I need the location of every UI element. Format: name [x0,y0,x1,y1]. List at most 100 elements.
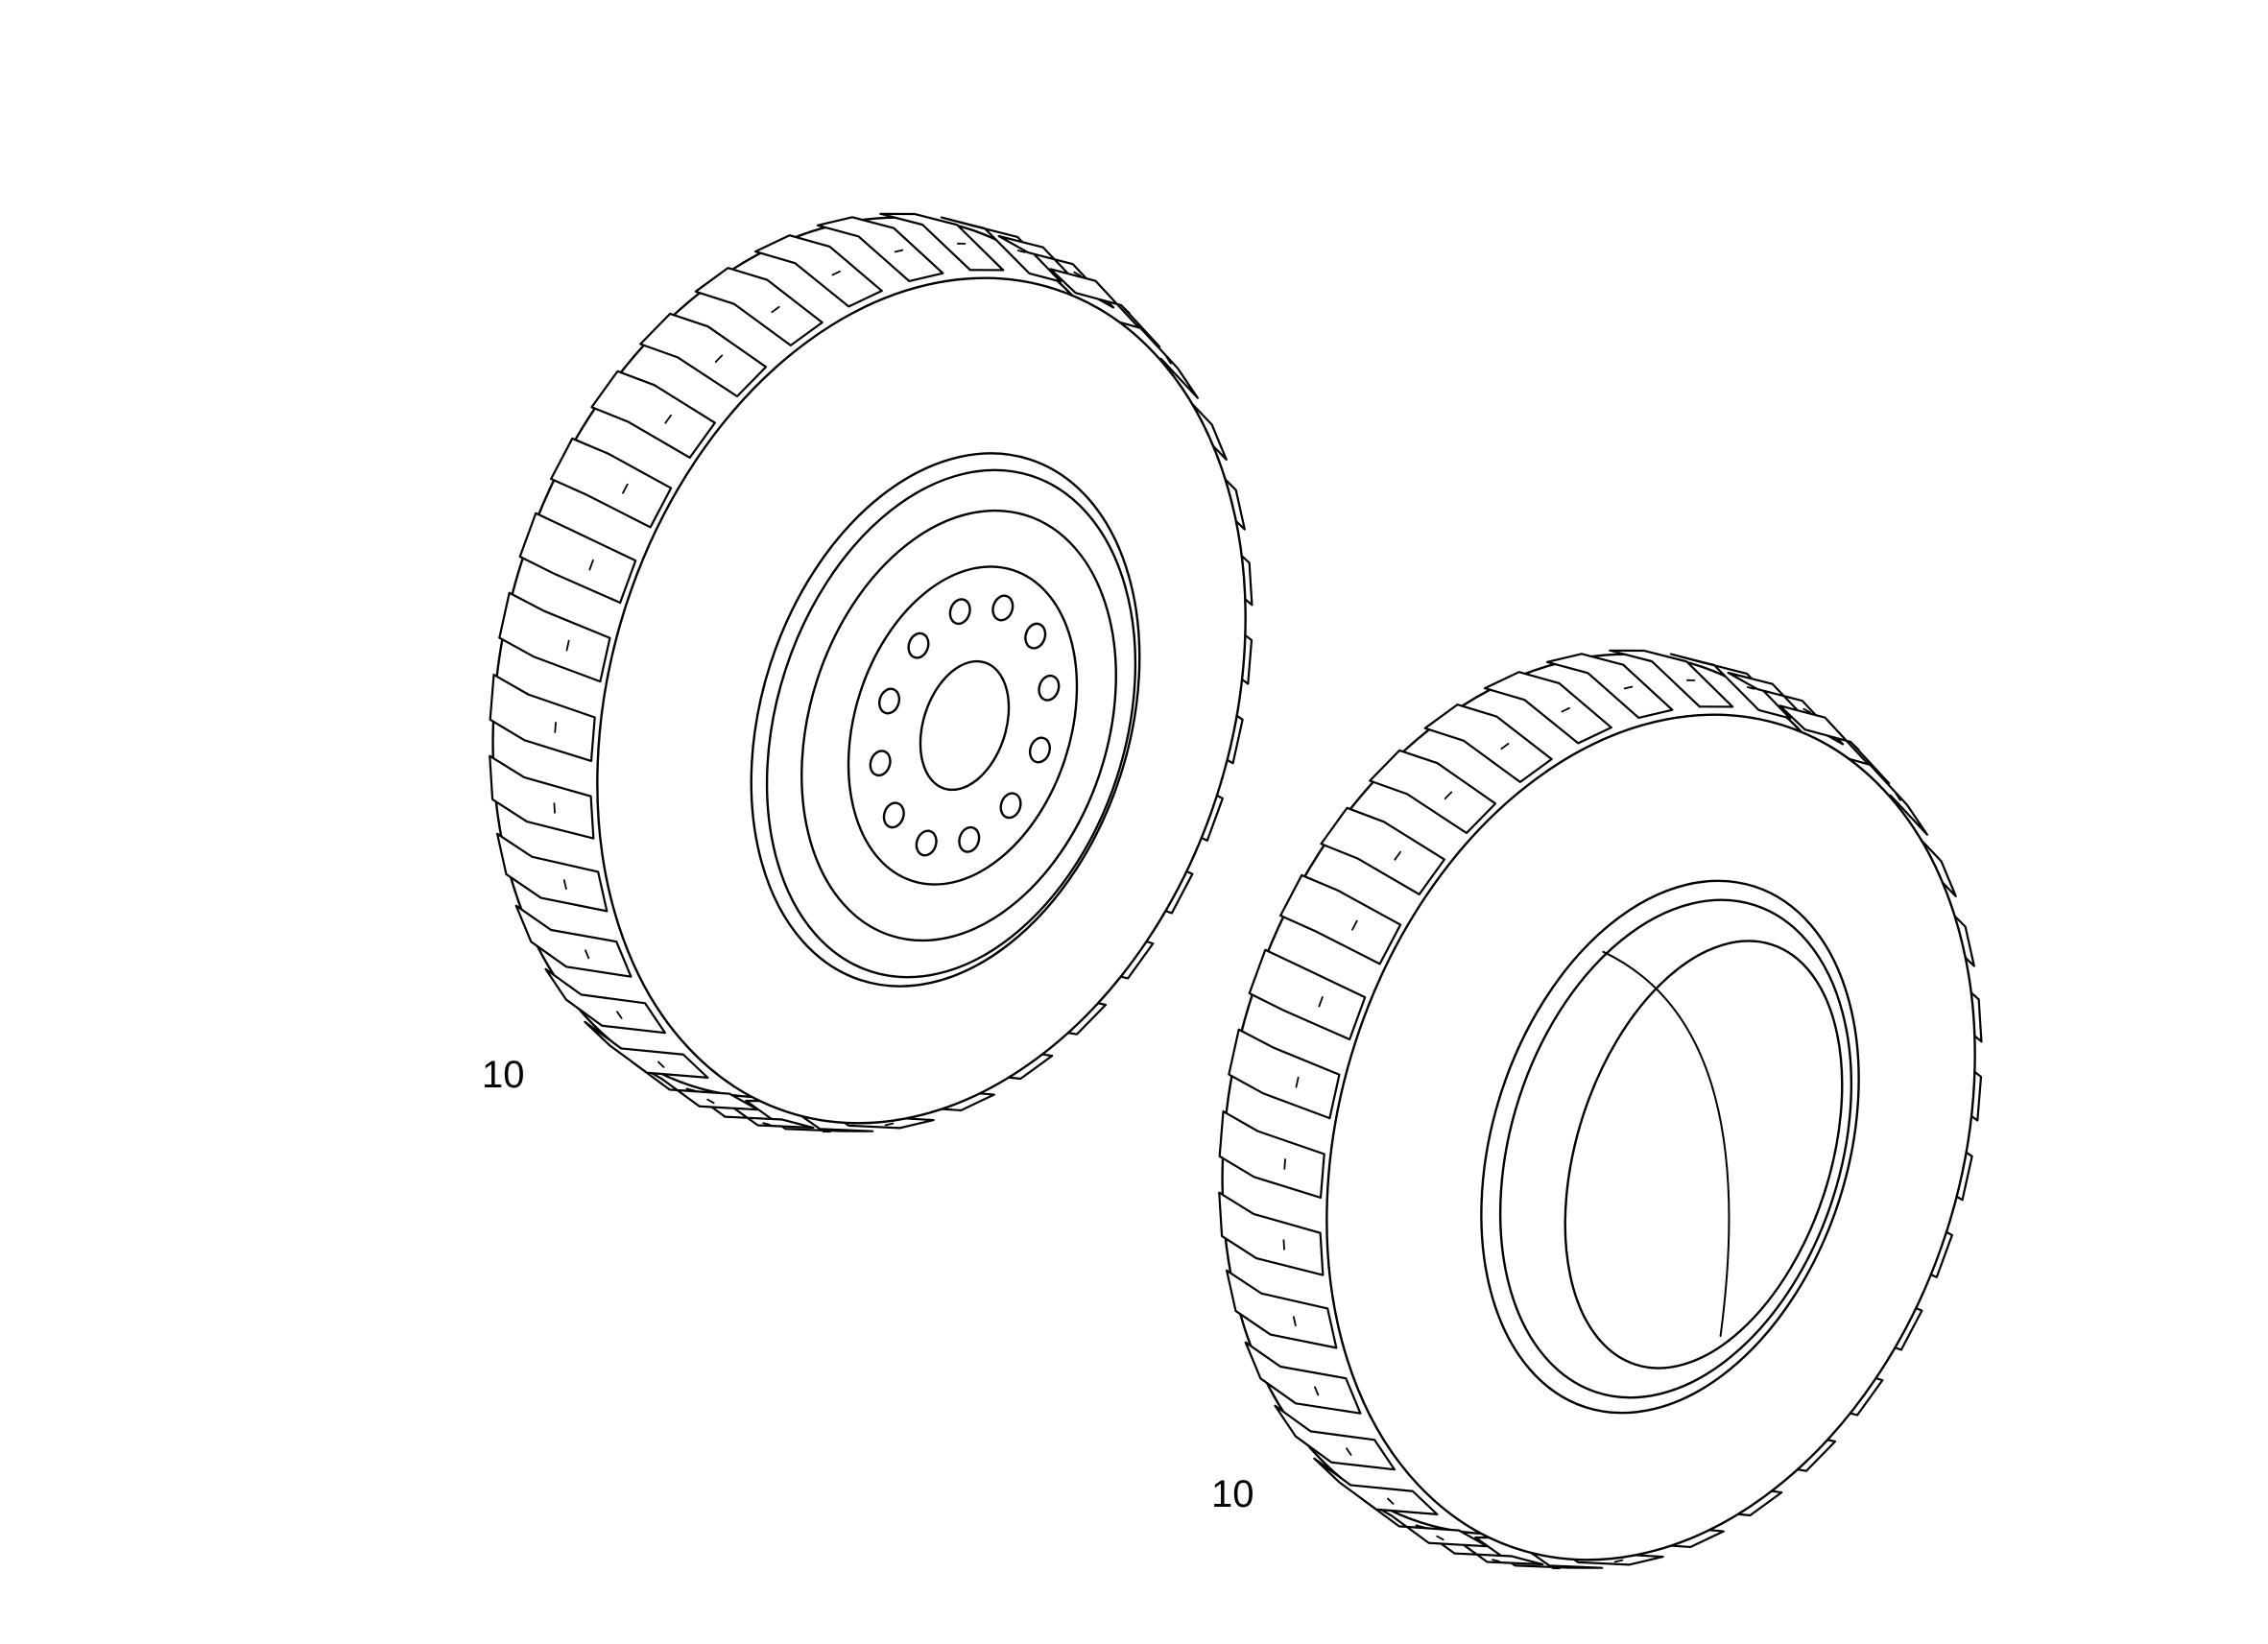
tread-block [1049,268,1161,348]
tread-groove [1500,742,1510,751]
tread-groove [1282,1239,1285,1251]
tread-groove [714,354,724,364]
wheel-bolt-hole [915,829,938,857]
tire-inner-contour [1602,950,1731,1337]
tread-block [1669,653,1792,720]
tread-block [489,754,595,840]
tread-block [1423,703,1553,784]
tread-block [1545,653,1674,720]
wheel-bolt-hole [991,594,1015,622]
tread-block [584,1020,709,1079]
tread-groove [664,414,672,424]
wheel-rim-lip [765,468,1137,979]
wheel-disc [800,509,1117,942]
tread-groove [1016,250,1026,253]
tread-groove [1318,996,1324,1008]
tread-groove [1895,793,1901,801]
wheel-rim-outer [750,452,1141,988]
tread-block [514,904,633,978]
wheel-bolt-hole [958,825,981,853]
tread-block [816,216,944,283]
tread-groove [1165,356,1172,365]
tread-block [1225,1269,1338,1349]
tread-block [544,967,666,1035]
tread-groove [1283,1158,1286,1170]
tread-block [1609,649,1734,708]
tread-block [694,267,824,347]
tread-block [1218,1109,1325,1200]
tread-block [879,212,1005,272]
tread-block [1218,1191,1325,1276]
tire-inner-cavity [1564,940,1844,1370]
wheel-bolt-hole [1028,736,1051,764]
tread-groove [562,879,567,891]
tread-groove [1346,1447,1352,1456]
tread-block [940,216,1062,283]
tread-groove [1613,1559,1624,1563]
tread-groove [657,1060,665,1068]
tread-groove [585,949,590,960]
tread-block [1279,873,1402,965]
tread-block [639,312,768,398]
tire-bead-outer [1480,879,1860,1415]
part-callout-label-tire-with-wheel: 10 [482,1054,525,1096]
tread-groove [1314,1386,1320,1396]
tread-block [1228,1028,1341,1120]
tread-groove [1444,791,1453,800]
tread-block [1313,1457,1439,1515]
tread-groove [1561,706,1570,713]
wheel-bolt-hole [869,750,892,777]
tread-groove [762,1122,772,1126]
tread-groove [554,722,557,733]
tread-groove [894,249,904,253]
wheel-bolt-hole [882,801,905,829]
tread-block [590,369,716,459]
wheel-bolt-hole [1038,674,1061,702]
tread-block [1483,671,1612,745]
wheel-bolt-hole [878,687,901,715]
tread-groove [884,1122,895,1127]
tire-sidewall [1325,713,1976,1561]
tread-groove [565,639,570,652]
tread-block [489,673,596,763]
tread-groove [1073,271,1082,277]
tread-groove [1123,307,1131,315]
tread-block [753,234,883,308]
tread-block [1369,749,1497,835]
tread-block [550,437,673,529]
tread-groove [622,483,629,494]
tread-groove [1295,1076,1300,1088]
tread-groove [1802,707,1811,714]
wheel-bolt-hole [1024,622,1047,650]
tread-groove [553,802,556,814]
tire-with-wheel [489,212,1253,1133]
tread-groove [616,1011,623,1019]
tread-groove [1351,919,1358,931]
tread-block [495,832,609,913]
part-callout-label-tire-without-wheel: 10 [1211,1473,1254,1515]
tread-block [1244,1341,1362,1415]
tread-block [1274,1404,1396,1471]
tread-block [1779,704,1891,785]
tire-bead-inner [1498,898,1853,1399]
tread-groove [831,270,841,276]
tread-groove [588,560,594,571]
tread-block [1248,948,1367,1041]
wheel-bolt-hole [999,792,1022,820]
wheel-center-bore [919,659,1011,792]
tire-without-wheel [1218,649,1983,1570]
tread-groove [1436,1535,1444,1541]
tread-groove [1492,1559,1501,1562]
tread-groove [1852,744,1860,751]
tread-groove [1623,685,1634,690]
wheel-hub-plate [847,565,1079,886]
tread-groove [771,305,780,314]
wheel-bolt-hole [907,631,930,659]
tread-groove [706,1098,715,1105]
tread-groove [1394,850,1401,861]
tread-groove [1292,1316,1297,1327]
tread-block [1320,806,1445,895]
tread-groove [1387,1497,1395,1505]
tread-groove [1746,686,1755,690]
